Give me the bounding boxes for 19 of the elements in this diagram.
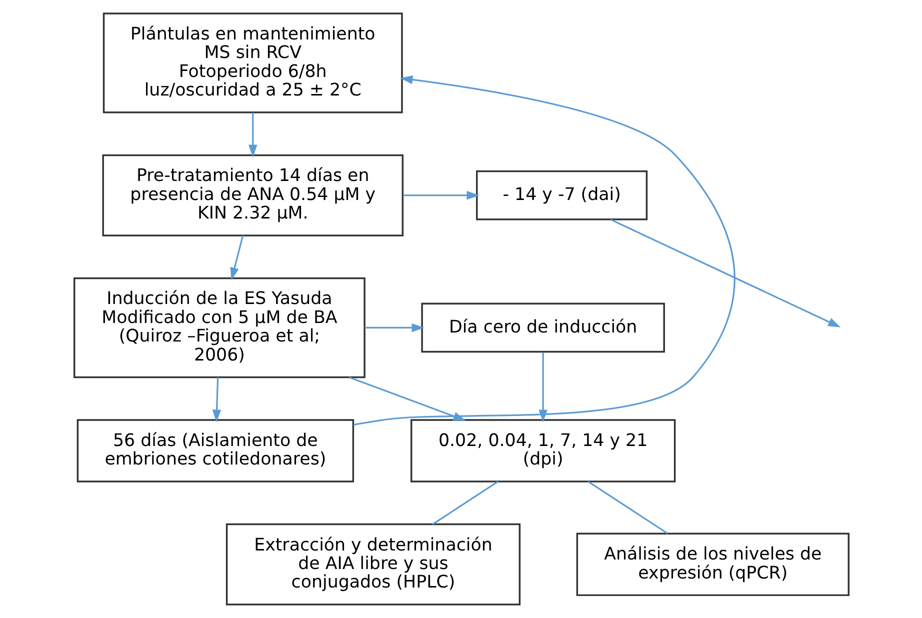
connector: [587, 480, 668, 534]
node-box: 56 días (Aislamiento de embriones cotiledonares): [76, 419, 354, 482]
arrow: [538, 352, 547, 422]
node-box: Análisis de los niveles de expresión (qPCR): [576, 532, 850, 596]
connector: [432, 480, 498, 525]
node-box: Plántulas en mantenimiento MS sin RCV Fotoperiodo 6/8h luz/oscuridad a 25 ± 2°C: [102, 12, 402, 114]
arrow: [364, 323, 424, 332]
node-box: Extracción y determinación de AIA libre y sus conjugados (HPLC): [225, 523, 520, 606]
node-box: - 14 y -7 (dai): [476, 170, 648, 220]
node-box: 0.02, 0.04, 1, 7, 14 y 21 (dpi): [410, 419, 676, 482]
arrow: [402, 190, 479, 200]
arrow: [352, 75, 735, 426]
node-box: Inducción de la ES Yasuda Modificado con 5 µM de BA (Quiroz –Figueroa et al; 2006): [72, 277, 365, 378]
node-box: Día cero de inducción: [420, 302, 664, 353]
arrow: [610, 218, 840, 328]
arrow: [230, 235, 244, 280]
arrow: [248, 112, 257, 158]
node-box: Pre-tratamiento 14 días en presencia de ANA 0.54 µM y KIN 2.32 µM.: [102, 154, 404, 236]
arrow: [212, 377, 221, 422]
